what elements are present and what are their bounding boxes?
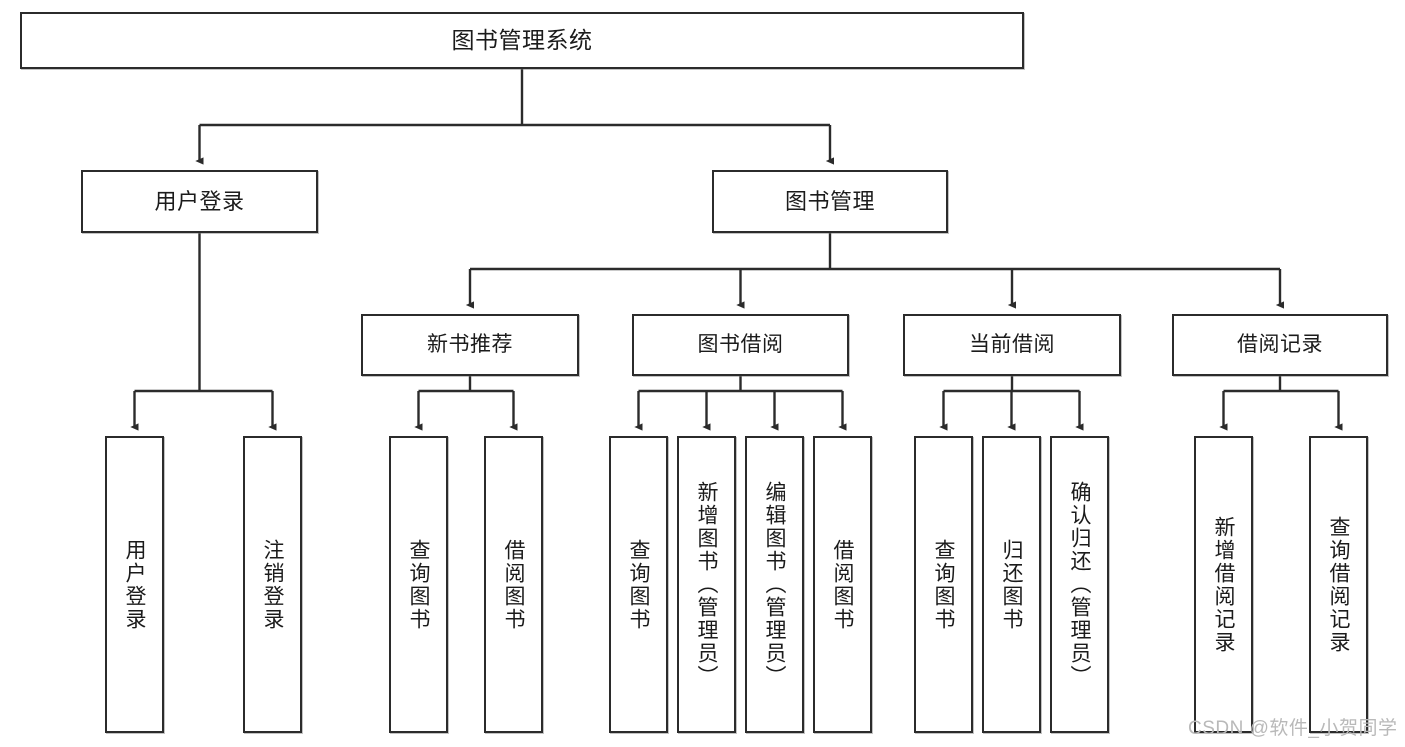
node-current[interactable]: 当前借阅	[903, 314, 1121, 376]
node-label: 当前借阅	[969, 332, 1055, 356]
node-leaf10[interactable]: 归还图书	[982, 436, 1041, 733]
node-label: 借阅图书	[502, 538, 525, 631]
node-bookmgmt[interactable]: 图书管理	[712, 170, 948, 233]
node-label: 借阅记录	[1237, 332, 1323, 356]
node-label: 用户登录	[123, 538, 146, 631]
node-label: 图书借阅	[697, 332, 784, 356]
node-leaf13[interactable]: 查询借阅记录	[1309, 436, 1368, 733]
watermark: CSDN @软件_小贺同学	[1188, 718, 1398, 739]
node-label: 图书管理	[784, 188, 875, 214]
node-leaf2[interactable]: 注销登录	[243, 436, 302, 733]
node-leaf5[interactable]: 查询图书	[609, 436, 668, 733]
node-leaf9[interactable]: 查询图书	[914, 436, 973, 733]
node-label: 查询借阅记录	[1327, 515, 1350, 654]
node-label: 新增借阅记录	[1212, 515, 1235, 654]
node-label: 查询图书	[932, 538, 955, 631]
node-leaf6[interactable]: 新增图书（管理员）	[677, 436, 736, 733]
node-label: 注销登录	[261, 538, 284, 631]
node-label: 编辑图书（管理员）	[763, 481, 786, 688]
node-borrow[interactable]: 图书借阅	[632, 314, 849, 376]
node-newbook[interactable]: 新书推荐	[361, 314, 579, 376]
node-label: 归还图书	[1000, 538, 1023, 631]
node-leaf11[interactable]: 确认归还（管理员）	[1050, 436, 1109, 733]
node-leaf1[interactable]: 用户登录	[105, 436, 164, 733]
node-leaf8[interactable]: 借阅图书	[813, 436, 872, 733]
node-label: 查询图书	[407, 538, 430, 631]
node-login[interactable]: 用户登录	[81, 170, 318, 233]
node-label: 图书管理系统	[451, 26, 593, 53]
node-label: 确认归还（管理员）	[1068, 481, 1091, 688]
node-leaf12[interactable]: 新增借阅记录	[1194, 436, 1253, 733]
node-label: 查询图书	[627, 538, 650, 631]
node-leaf3[interactable]: 查询图书	[389, 436, 448, 733]
node-label: 新增图书（管理员）	[695, 481, 718, 688]
node-leaf7[interactable]: 编辑图书（管理员）	[745, 436, 804, 733]
node-root[interactable]: 图书管理系统	[20, 12, 1024, 69]
node-label: 新书推荐	[427, 332, 513, 356]
node-records[interactable]: 借阅记录	[1172, 314, 1388, 376]
node-label: 用户登录	[154, 188, 245, 214]
node-leaf4[interactable]: 借阅图书	[484, 436, 543, 733]
node-label: 借阅图书	[831, 538, 854, 631]
